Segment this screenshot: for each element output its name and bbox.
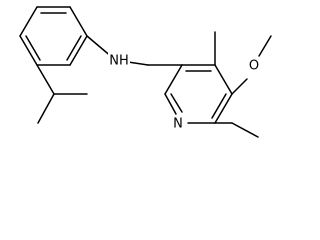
pyridine-bond-3	[214, 93, 233, 124]
pyridine-double-bond-c	[170, 93, 183, 113]
pyridine-nitrogen-label-bg	[171, 116, 185, 132]
benzene-double-bond-b	[66, 35, 82, 61]
benzene-double-bond-c	[25, 35, 41, 61]
ether-oxygen-label: O	[249, 59, 259, 74]
benzene-ring	[19, 6, 88, 66]
pyridine-double-bond-b	[211, 93, 227, 119]
ether-oxygen-label-bg	[247, 58, 261, 74]
methoxy-group	[231, 35, 272, 95]
methyl-groups	[214, 31, 259, 138]
benzene-bond-6	[19, 6, 38, 37]
isopropyl-group	[36, 64, 88, 124]
amine-label: NH	[109, 54, 129, 69]
methoxy-methyl-bond	[258, 35, 272, 57]
isopropyl-bond-ring	[36, 64, 55, 95]
atom-labels: NH N O	[108, 53, 261, 132]
molecule-svg: NH N O	[19, 6, 272, 138]
pyridine-nitrogen-label: N	[173, 117, 183, 132]
pyridine-bond-5	[164, 93, 177, 115]
chemical-structure-diagram: NH N O	[19, 6, 272, 138]
amine-to-methylene-bond	[127, 61, 149, 66]
benzene-bond-3	[69, 35, 88, 66]
pyridine-bond-2	[214, 64, 233, 95]
pyridine-ring	[164, 64, 233, 124]
benzene-bond-5	[19, 35, 38, 66]
isopropyl-bond-left	[37, 93, 55, 124]
benzene-bond-2	[69, 6, 88, 37]
methoxy-ring-bond	[231, 78, 248, 95]
pyridine-bond-6	[164, 64, 183, 95]
amine-label-bg	[108, 53, 130, 69]
methyl-bottom-right-bond	[231, 122, 259, 138]
linker-group	[86, 35, 183, 66]
